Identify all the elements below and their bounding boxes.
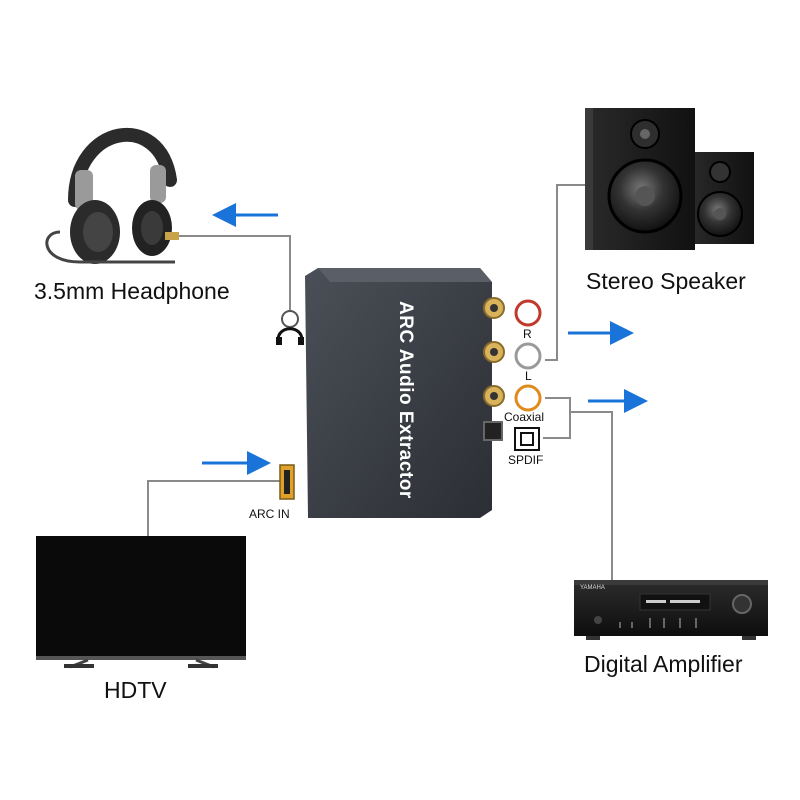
optical-port-icon	[483, 421, 503, 441]
optical-port-icon	[514, 427, 540, 451]
amplifier-label: Digital Amplifier	[584, 651, 743, 677]
hdtv-image	[36, 536, 246, 669]
stereo-speaker-image	[585, 108, 754, 250]
rca-jack-icon	[514, 342, 542, 370]
spdif-label: SPDIF	[508, 453, 544, 467]
amplifier-wire-spdif	[543, 412, 571, 439]
device-title: ARC Audio Extractor	[395, 301, 416, 499]
r-label: R	[523, 327, 532, 341]
signal-arrows	[202, 203, 648, 475]
headphone-icon	[276, 310, 304, 345]
output-jacks	[514, 299, 542, 451]
amplifier-wire-coax	[545, 397, 613, 582]
hdtv-wire	[147, 480, 280, 538]
speaker-wire	[545, 184, 590, 361]
headphone-wire	[175, 235, 291, 310]
headphone-label: 3.5mm Headphone	[34, 278, 230, 304]
rca-jack-icon	[514, 384, 542, 412]
digital-amplifier-image	[574, 580, 768, 640]
wires	[147, 184, 613, 582]
arc-audio-extractor-device	[305, 268, 505, 518]
speaker-label: Stereo Speaker	[586, 268, 746, 294]
amp-brand: YAMAHA	[580, 585, 605, 591]
arc-in-label: ARC IN	[249, 507, 290, 521]
hdtv-label: HDTV	[104, 677, 167, 703]
coaxial-label: Coaxial	[504, 410, 545, 424]
hdmi-port-icon	[279, 464, 295, 500]
rca-jack-icon	[514, 299, 542, 327]
headphone-image	[45, 127, 179, 264]
l-label: L	[525, 369, 532, 383]
